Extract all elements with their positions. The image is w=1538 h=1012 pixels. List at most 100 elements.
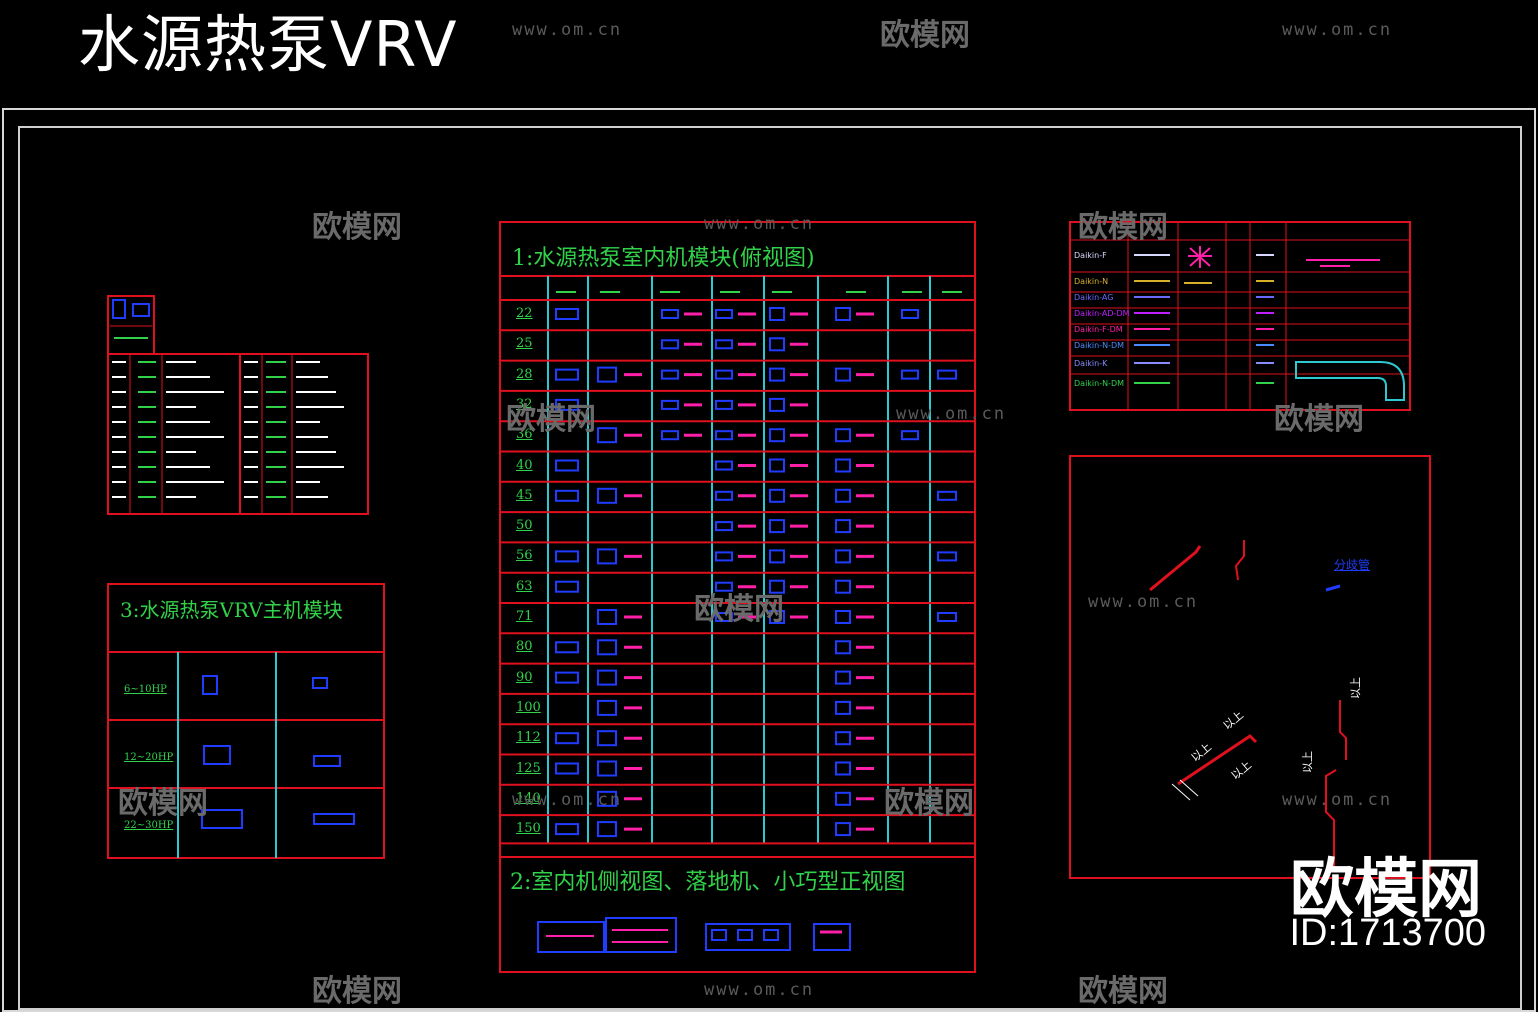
panel1-row-label: 50 (516, 518, 533, 534)
unit-symbol (597, 699, 617, 716)
unit-symbol (597, 760, 617, 777)
unit-symbol (555, 641, 579, 654)
panel1-row-label: 25 (516, 336, 533, 352)
unit-symbol (597, 487, 617, 504)
unit-symbol (555, 671, 579, 684)
unit-symbol (597, 669, 617, 686)
panel3-grid (107, 583, 385, 859)
panel1-row-label: 28 (516, 366, 533, 382)
panel1-grid (500, 275, 975, 845)
unit-symbol (715, 551, 733, 562)
detail-mark: 以上 (1301, 751, 1314, 773)
unit-symbol (597, 790, 617, 807)
panel1-row-label: 90 (516, 669, 533, 685)
unit-symbol (661, 369, 679, 380)
panel2-drawings (537, 917, 851, 953)
unit-symbol (555, 489, 579, 502)
unit-symbol (555, 580, 579, 593)
unit-symbol (835, 519, 851, 534)
panel3-row-label: 12~20HP (124, 752, 174, 763)
unit-symbol (555, 762, 579, 775)
legend-row-label: Daikin-AD-DM (1074, 309, 1130, 318)
panel1-row-label: 140 (516, 790, 541, 806)
watermark-logo: 欧模网 (312, 210, 402, 245)
panel1-row-label: 71 (516, 609, 533, 624)
legend-row-label: Daikin-N-DM (1074, 379, 1124, 388)
unit-symbol (597, 609, 617, 625)
unit-symbol (835, 488, 851, 503)
unit-symbol (769, 367, 785, 382)
legend-row-label: Daikin-F (1074, 251, 1107, 260)
unit-symbol (835, 579, 851, 594)
unit-symbol (769, 458, 785, 473)
unit-symbol (769, 428, 785, 443)
unit-symbol (901, 369, 919, 380)
unit-symbol (715, 339, 733, 350)
unit-symbol (769, 337, 785, 352)
panel1-row-label: 22 (516, 306, 533, 321)
panel1-row-label: 125 (516, 760, 541, 776)
panel1-row-label: 32 (516, 396, 533, 412)
unit-symbol (715, 369, 733, 380)
unit-symbol (661, 309, 679, 319)
legend-row-label: Daikin-N-DM (1074, 341, 1124, 350)
watermark-logo: 欧模网 (312, 974, 402, 1009)
panel1-row-label: 150 (516, 821, 541, 837)
detail-mark: 以上 (1349, 677, 1362, 699)
unit-symbol (835, 367, 851, 382)
unit-symbol (835, 761, 851, 776)
detail-frame (1069, 455, 1431, 879)
unit-symbol (661, 430, 679, 441)
watermark-logo: 欧模网 (1078, 974, 1168, 1009)
unit-symbol (715, 309, 733, 319)
unit-symbol (597, 639, 617, 656)
unit-symbol (835, 307, 851, 321)
unit-symbol (835, 791, 851, 806)
watermark-url: www.om.cn (704, 980, 815, 1000)
unit-symbol (901, 309, 919, 319)
panel1-row-label: 45 (516, 487, 533, 503)
watermark-logo: 欧模网 (884, 786, 974, 821)
unit-symbol (597, 821, 617, 838)
unit-symbol (661, 339, 679, 350)
watermark-url: www.om.cn (1088, 592, 1199, 612)
detail-label: 分歧管 (1334, 558, 1371, 572)
legend-row-label: Daikin-K (1074, 359, 1108, 368)
panel1-row-label: 112 (516, 730, 541, 746)
panel1-row-label: 40 (516, 457, 533, 473)
legend-labels: Daikin-FDaikin-NDaikin-AGDaikin-AD-DMDai… (1074, 251, 1274, 388)
unit-symbol (835, 731, 851, 746)
watermark-logo: 欧模网 (694, 592, 784, 627)
brand-logo: 欧模网 (1290, 853, 1482, 927)
unit-symbol (715, 430, 733, 441)
watermark-logo: 欧模网 (118, 786, 208, 821)
watermark-url: www.om.cn (512, 790, 623, 810)
unit-symbol (661, 399, 679, 410)
brand-id: ID:1713700 (1289, 912, 1487, 954)
unit-symbol (835, 610, 851, 624)
unit-symbol (715, 581, 733, 592)
watermark-url: www.om.cn (1282, 20, 1393, 40)
unit-symbol (555, 459, 579, 472)
legend-row-label: Daikin-N (1074, 277, 1108, 286)
watermark-logo: 欧模网 (880, 18, 970, 53)
unit-symbol (835, 700, 851, 715)
unit-symbol (769, 397, 785, 412)
panel1-frame (499, 221, 976, 973)
unit-symbol (937, 551, 957, 562)
symbol-legend-left (107, 295, 369, 515)
panel1-row-label: 100 (516, 699, 541, 715)
panel3-row-label: 6~10HP (124, 684, 167, 695)
panel3-heading: 3:水源热泵VRV主机模块 (120, 598, 343, 622)
unit-symbol (769, 610, 785, 624)
watermark-logo: 欧模网 (1274, 402, 1364, 437)
unit-symbol (769, 307, 785, 321)
unit-symbol (715, 490, 733, 501)
watermark-url: www.om.cn (512, 20, 623, 40)
unit-symbol (835, 670, 851, 685)
unit-symbol (769, 549, 785, 564)
panel3-row-label: 22~30HP (124, 820, 174, 831)
unit-symbol (555, 368, 579, 381)
unit-symbol (555, 732, 579, 745)
